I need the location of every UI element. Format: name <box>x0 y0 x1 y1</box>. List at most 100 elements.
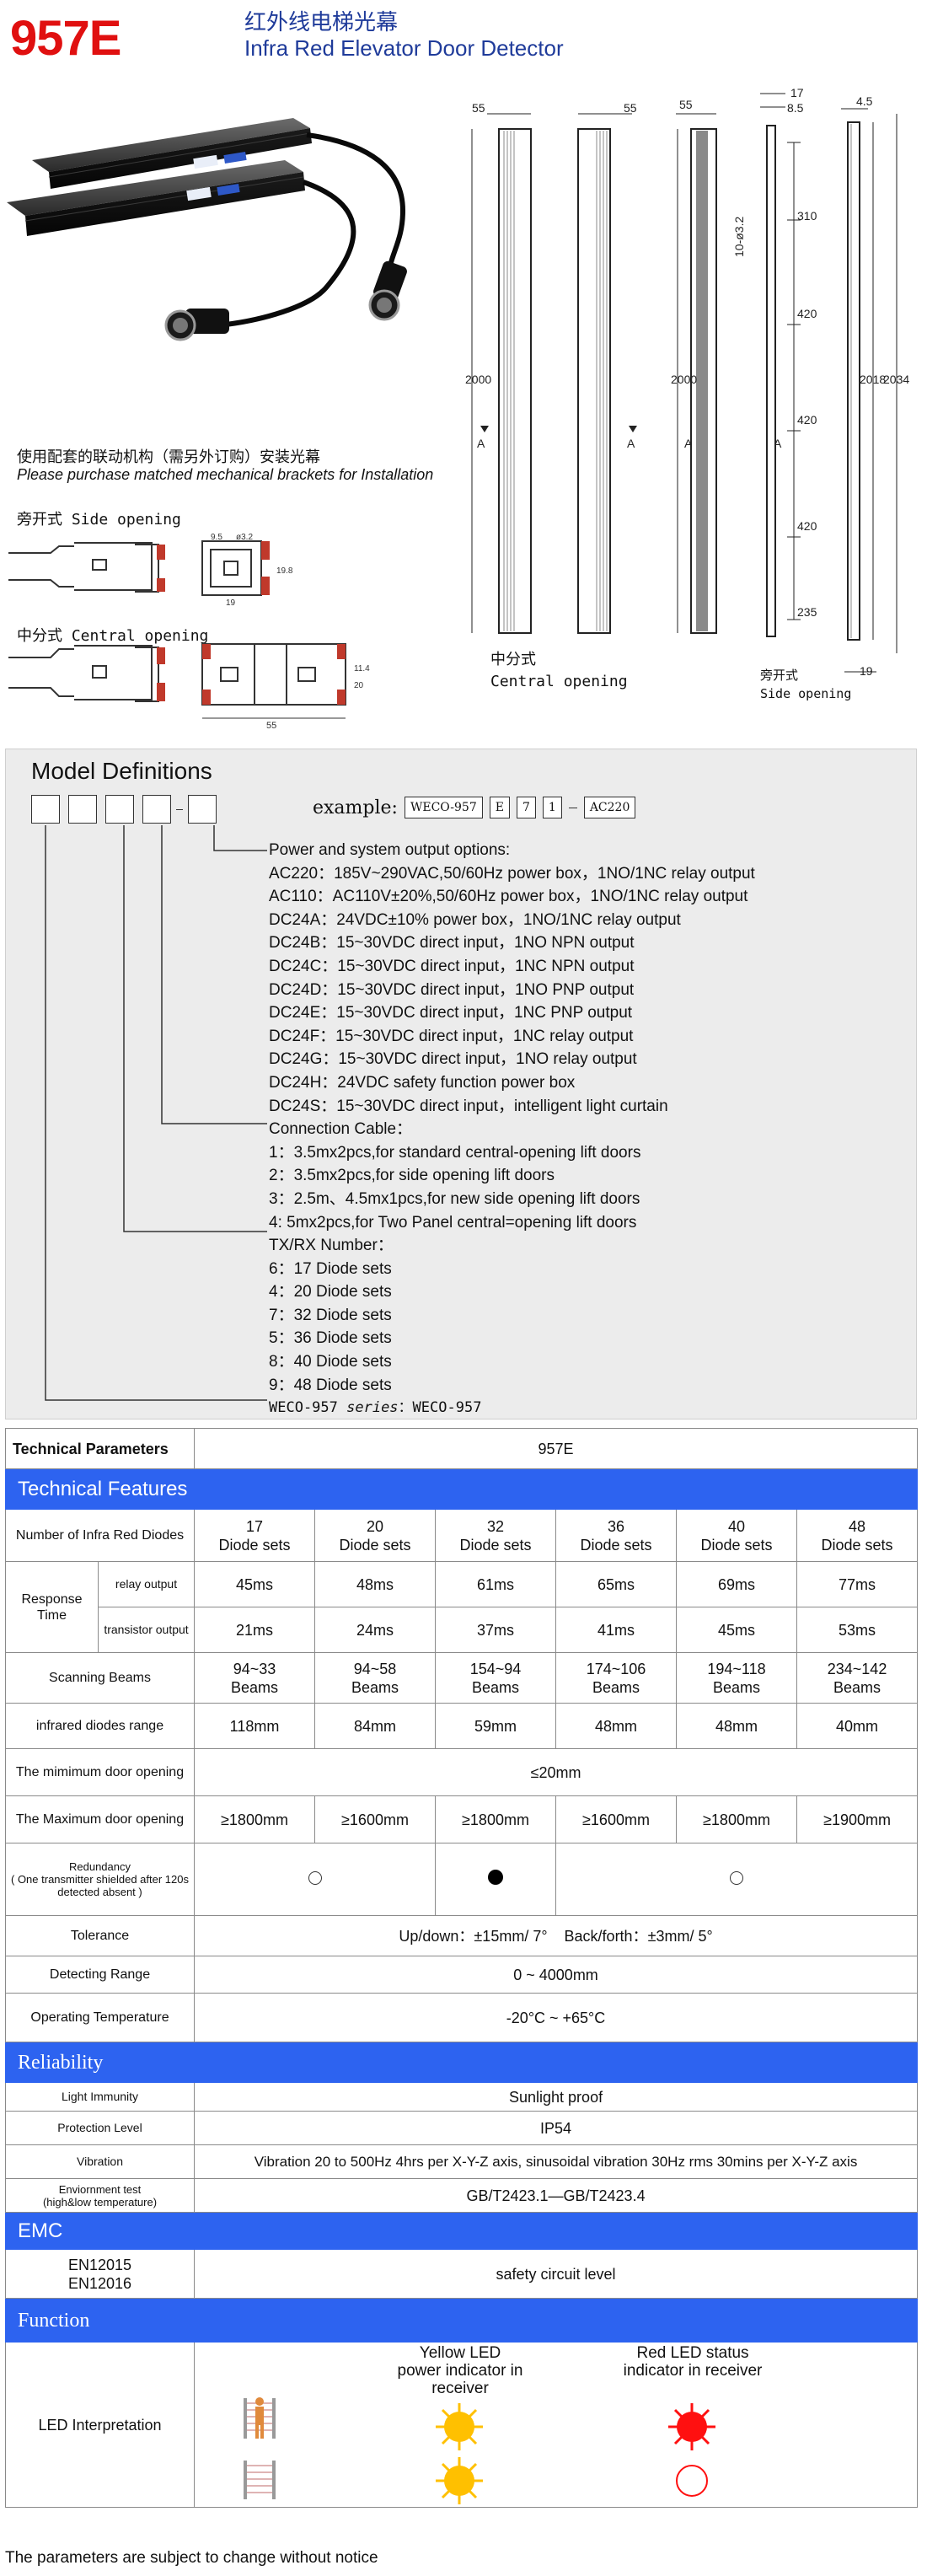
side-en: Side opening <box>760 686 852 701</box>
scanning-value: 94~58 Beams <box>314 1652 437 1704</box>
dim-2034: 2034 <box>883 373 909 386</box>
power-option: DC24A：24VDC±10% power box，1NO/1NC relay … <box>269 910 681 929</box>
detect-value: 0 ~ 4000mm <box>194 1956 919 1994</box>
num-diodes-label: Number of Infra Red Diodes <box>4 1509 196 1562</box>
power-option: DC24G：15~30VDC direct input，1NO relay ou… <box>269 1050 637 1069</box>
red-led-heading: Red LED status indicator in receiver <box>623 2344 763 2380</box>
scanning-label: Scanning Beams <box>4 1652 196 1704</box>
diode-col: 36 Diode sets <box>555 1509 678 1562</box>
redundancy-no <box>194 1843 437 1916</box>
cable-option: 4: 5mx2pcs,for Two Panel central=opening… <box>269 1213 637 1232</box>
title-chinese: 红外线电梯光幕 <box>244 10 399 35</box>
table-row: Response Time relay output 45ms 48ms 61m… <box>5 1561 919 1653</box>
section-header-reliability: Reliability <box>4 2042 919 2083</box>
example-code-txrx: 7 <box>516 797 536 818</box>
range-label: infrared diodes range <box>4 1703 196 1749</box>
table-row: LED Interpretation Yellow LED power indi… <box>4 2342 919 2508</box>
model-definitions-panel: Model Definitions example: WECO-957 E 7 … <box>5 749 917 1419</box>
txrx-option: 5：36 Diode sets <box>269 1329 392 1348</box>
section-a-4: A <box>774 437 782 450</box>
dim-55-a: 55 <box>472 101 485 115</box>
code-template <box>31 795 217 824</box>
table-row: Technical Parameters 957E <box>4 1428 919 1469</box>
table-row: The Maximum door opening ≥1800mm ≥1600mm… <box>4 1795 919 1843</box>
series-prefix: WECO-957 <box>269 1399 347 1417</box>
temp-value: -20°C ~ +65°C <box>194 1993 919 2042</box>
table-row: The mimimum door opening ≤20mm <box>4 1748 919 1796</box>
range-value: 59mm <box>435 1703 557 1749</box>
central-opening-label: 中分式 Central opening <box>17 627 209 645</box>
redundancy-label: Redundancy ( One transmitter shielded af… <box>4 1843 196 1916</box>
person-icon <box>244 2397 276 2439</box>
led-interpretation: Yellow LED power indicator in receiver R… <box>194 2342 919 2508</box>
dim-2000-a: 2000 <box>465 373 491 386</box>
max-door-value: ≥1600mm <box>314 1795 437 1843</box>
temp-label: Operating Temperature <box>4 1993 196 2042</box>
max-door-value: ≥1900mm <box>796 1795 919 1843</box>
transistor-value: 53ms <box>796 1607 919 1653</box>
dim-420-c: 420 <box>797 519 817 533</box>
tolerance-label: Tolerance <box>4 1915 196 1956</box>
scanning-value: 94~33 Beams <box>194 1652 316 1704</box>
table-row: Scanning Beams 94~33 Beams 94~58 Beams 1… <box>4 1652 919 1704</box>
dim-hole: ø3.2 <box>236 533 253 542</box>
example-code-power: AC220 <box>583 797 636 818</box>
code-box-txrx <box>105 795 134 824</box>
open-circle-icon <box>308 1870 322 1885</box>
series-line: WECO-957 series：WECO-957 <box>269 1397 755 1420</box>
light-value: Sunlight proof <box>194 2082 919 2112</box>
max-door-value: ≥1600mm <box>555 1795 678 1843</box>
env-value: GB/T2423.1—GB/T2423.4 <box>194 2178 919 2213</box>
relay-value: 77ms <box>796 1561 919 1607</box>
relay-value: 69ms <box>676 1561 798 1607</box>
transistor-label: transistor output <box>97 1607 196 1653</box>
diode-col: 32 Diode sets <box>435 1509 557 1562</box>
footnote: The parameters are subject to change wit… <box>5 2549 378 2567</box>
section-a-1: A <box>477 437 485 450</box>
dim-55-c: 55 <box>679 98 693 111</box>
emc-label: EN12015 EN12016 <box>4 2249 196 2299</box>
side-opening-drawing-label: 旁开式 Side opening <box>760 666 851 703</box>
led-label: LED Interpretation <box>4 2342 196 2508</box>
dim-8-5: 8.5 <box>787 101 804 115</box>
cable-option: 2：3.5mx2pcs,for side opening lift doors <box>269 1167 555 1185</box>
diode-col: 17 Diode sets <box>194 1509 316 1562</box>
txrx-option: 4：20 Diode sets <box>269 1283 392 1301</box>
power-options-list: Power and system output options: AC220：1… <box>269 839 755 1420</box>
dim-20: 20 <box>354 681 364 690</box>
section-a-3: A <box>684 437 693 450</box>
section-title: EMC <box>4 2212 919 2250</box>
example-label: example: <box>313 797 398 818</box>
txrx-option: 7：32 Diode sets <box>269 1306 392 1324</box>
relay-value: 65ms <box>555 1561 678 1607</box>
dim-19: 19 <box>226 598 236 608</box>
central-en: Central opening <box>490 673 628 690</box>
section-a-2: A <box>627 437 635 450</box>
parameter-table: Technical Parameters 957E Technical Feat… <box>4 1428 919 2508</box>
max-door-value: ≥1800mm <box>435 1795 557 1843</box>
table-row: Redundancy ( One transmitter shielded af… <box>4 1843 919 1916</box>
cable-option: 1：3.5mx2pcs,for standard central-opening… <box>269 1143 641 1162</box>
dim-420-b: 420 <box>797 413 817 427</box>
power-option: DC24S：15~30VDC direct input，intelligent … <box>269 1097 668 1115</box>
transistor-value: 45ms <box>676 1607 798 1653</box>
power-option: DC24F：15~30VDC direct input，1NC relay ou… <box>269 1027 634 1045</box>
yellow-led-heading: Yellow LED power indicator in receiver <box>397 2344 523 2397</box>
yellow-led-on-icon <box>436 2403 484 2450</box>
dim-2018: 2018 <box>860 373 886 386</box>
relay-label: relay output <box>97 1561 196 1607</box>
power-option: DC24C：15~30VDC direct input，1NC NPN outp… <box>269 957 635 975</box>
range-value: 84mm <box>314 1703 437 1749</box>
section-title: Technical Features <box>4 1468 919 1510</box>
series-suffix: ：WECO-957 <box>398 1399 482 1417</box>
definition-connector-lines <box>45 825 267 1401</box>
filled-circle-icon <box>488 1870 504 1885</box>
table-row: Enviornment test (high&low temperature) … <box>4 2178 919 2213</box>
cable-header: Connection Cable： <box>269 1120 413 1139</box>
txrx-option: 6：17 Diode sets <box>269 1259 392 1278</box>
code-box-series <box>31 795 60 824</box>
light-label: Light Immunity <box>4 2082 196 2112</box>
redundancy-no <box>555 1843 919 1916</box>
dim-235: 235 <box>797 605 817 619</box>
relay-value: 61ms <box>435 1561 557 1607</box>
